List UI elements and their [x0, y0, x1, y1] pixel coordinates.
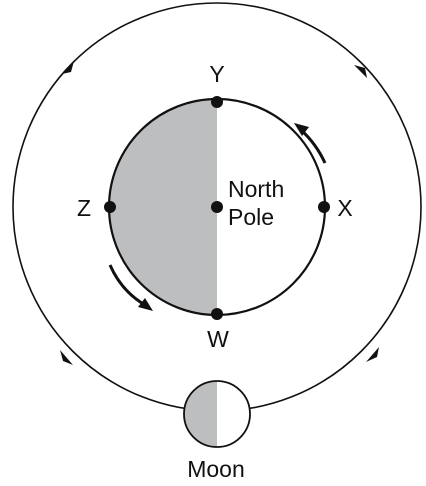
- orbit-arrow-lower-right: [366, 347, 379, 362]
- label-pole: Pole: [228, 204, 274, 230]
- point-x-marker: [318, 201, 330, 213]
- point-y-marker: [211, 96, 223, 108]
- label-z: Z: [77, 195, 91, 221]
- point-z-marker: [104, 201, 116, 213]
- north-pole-marker: [211, 201, 223, 213]
- label-w: W: [207, 326, 229, 352]
- orbit-arrow-lower-left: [60, 350, 73, 365]
- moon: [184, 381, 250, 447]
- label-north: North: [228, 176, 284, 202]
- label-moon: Moon: [187, 456, 245, 482]
- label-y: Y: [209, 61, 224, 87]
- label-x: X: [337, 195, 352, 221]
- point-w-marker: [211, 308, 223, 320]
